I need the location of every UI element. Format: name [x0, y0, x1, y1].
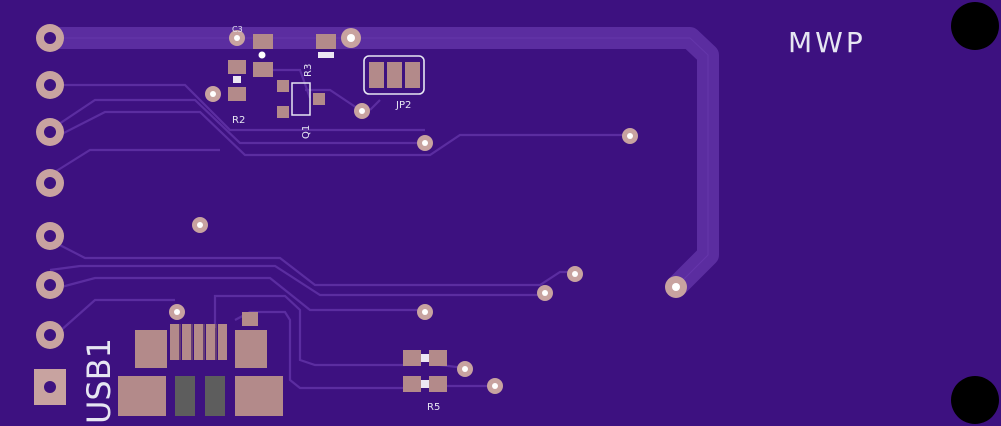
usb-pin-2 — [182, 324, 191, 360]
trace-6 — [49, 264, 545, 297]
q1-pad-3 — [313, 93, 325, 105]
usb-shield-pad-left — [135, 330, 167, 368]
q1-pad-1 — [277, 80, 289, 92]
jp2-label: JP2 — [395, 100, 411, 111]
usb-mount-pad-right — [235, 376, 283, 416]
trace-14 — [305, 88, 361, 111]
q1-pad-2 — [277, 106, 289, 118]
jp2-pad-3 — [405, 62, 420, 88]
trace-15 — [369, 99, 381, 111]
q1-outline — [291, 82, 311, 116]
jp2-jumper — [363, 55, 425, 95]
c3-pad-a — [253, 34, 273, 49]
r2-pad-a — [228, 60, 246, 74]
jp2-outline — [363, 55, 425, 95]
usb-aux-pad — [242, 312, 258, 326]
r3-pad-a — [316, 34, 336, 49]
usb-pin-1 — [170, 324, 179, 360]
usb-pin-3 — [194, 324, 203, 360]
r5-label: R5 — [427, 402, 440, 413]
mount-hole-top-right — [951, 2, 999, 50]
c3-label: C3 — [232, 25, 243, 34]
trace-2 — [49, 98, 425, 145]
c3-marker — [258, 51, 266, 59]
q1-label: Q1 — [301, 125, 312, 139]
trace-1 — [50, 83, 425, 132]
trace-8 — [49, 298, 175, 341]
trace-4 — [49, 148, 220, 176]
mount-hole-bottom-right — [951, 376, 999, 424]
usb-label: USB1 — [80, 338, 118, 424]
usb-connector — [118, 312, 283, 416]
r5-resistor — [403, 350, 447, 392]
trace-3 — [49, 110, 630, 157]
power-trace-edge — [50, 37, 709, 288]
trace-9 — [213, 294, 405, 367]
jp2-pad-2 — [387, 62, 402, 88]
r2-label: R2 — [232, 115, 245, 126]
usb-shield-pad-right — [235, 330, 267, 368]
header-pin-1-hole — [44, 32, 56, 44]
usb-dark-pad-2 — [205, 376, 225, 416]
usb-pin-5 — [218, 324, 227, 360]
jp2-pad-1 — [369, 62, 384, 88]
trace-7 — [49, 276, 425, 312]
trace-5 — [49, 239, 575, 287]
r2-pad-b — [228, 87, 246, 101]
smd-cluster-top — [228, 34, 336, 118]
usb-dark-pad-1 — [175, 376, 195, 416]
signal-traces — [49, 68, 630, 390]
header-pins — [34, 24, 66, 405]
usb-mount-pad-left — [118, 376, 166, 416]
brand-logo-text: MWP — [788, 26, 866, 59]
trace-13 — [260, 68, 312, 99]
r3-label: R3 — [303, 64, 314, 77]
usb-pin-4 — [206, 324, 215, 360]
vias — [169, 28, 687, 394]
c3-pad-b — [253, 62, 273, 77]
